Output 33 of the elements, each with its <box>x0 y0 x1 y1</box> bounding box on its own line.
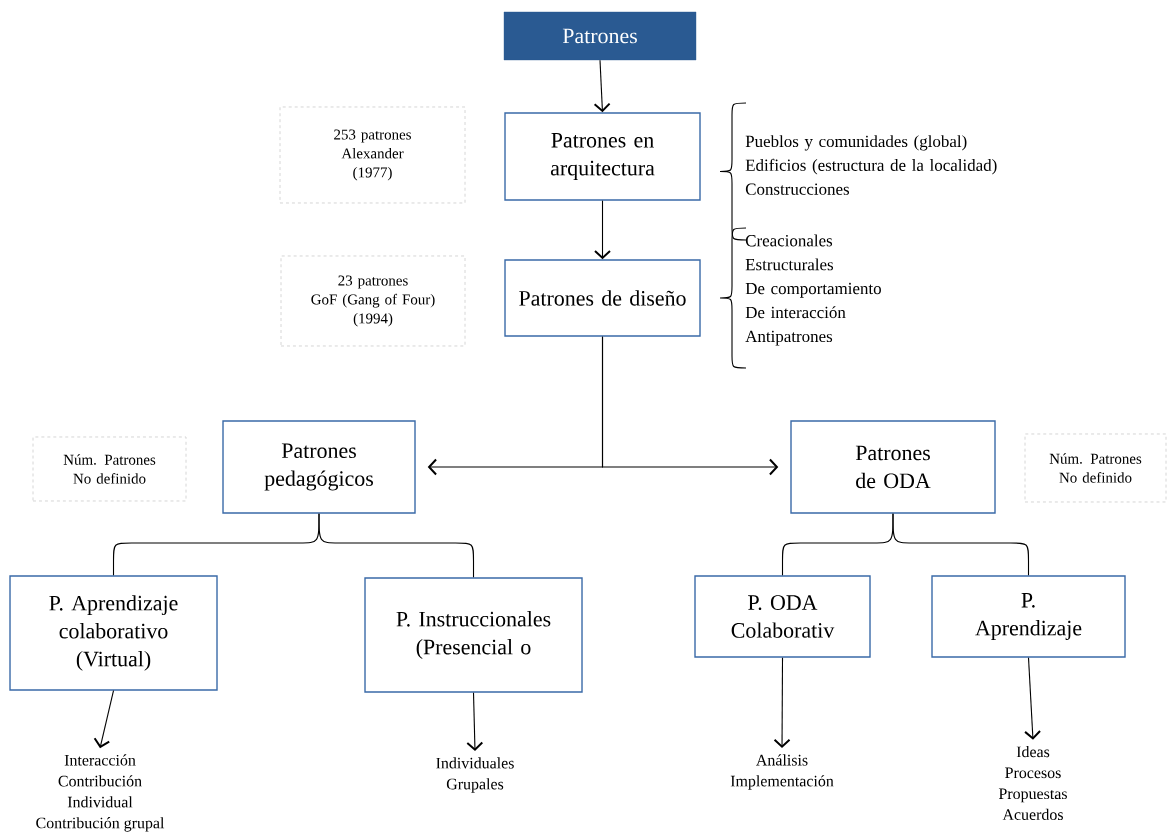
arrow <box>593 59 611 113</box>
arrow <box>773 657 791 749</box>
pattern-box: Patrones de diseño <box>504 259 701 337</box>
node-label: Antipatrones <box>745 330 833 346</box>
note-box: Núm. Patrones No definido <box>1024 433 1167 503</box>
brace-list: Creacionales Estructurales De comportamiento De interacción Antipatrones <box>745 234 881 346</box>
item-list: Individuales Grupales <box>436 757 514 793</box>
note-box: Núm. Patrones No definido <box>32 436 187 502</box>
item-list: Interacción Contribución Individual Contribución grupal <box>36 754 165 832</box>
branch-line <box>892 513 1030 576</box>
arrow <box>594 200 611 260</box>
branch-line <box>318 513 475 578</box>
note-box: 23 patrones GoF (Gang of Four) (1994) <box>280 255 466 347</box>
pattern-box: P. ODA Colaborativ <box>694 575 871 658</box>
item-list: Análisis Implementación <box>730 754 834 790</box>
node-label: De comportamiento <box>745 282 881 298</box>
pattern-box: Patrones de ODA <box>790 420 996 514</box>
title-box: Patrones <box>503 11 697 61</box>
arrow <box>1024 657 1042 740</box>
arrow <box>601 336 779 476</box>
item-list: Ideas Procesos Propuestas Acuerdos <box>998 746 1067 820</box>
arrow <box>466 692 484 752</box>
pattern-box: P. Aprendizaje colaborativo (Virtual) <box>9 575 218 691</box>
pattern-box: Patrones pedagógicos <box>222 420 416 514</box>
node-label: De interacción <box>745 306 846 319</box>
brace-list: Pueblos y comunidades (global) Edificios (estructura de la localidad) Construcciones <box>745 135 997 195</box>
pattern-box: P. Instruccionales (Presencial o <box>364 577 583 693</box>
pattern-box: Patrones en arquitectura <box>504 112 701 201</box>
arrow <box>93 690 115 749</box>
node-label: Estructurales <box>745 258 834 271</box>
note-box: 253 patrones Alexander (1977) <box>279 106 466 204</box>
pattern-box: P. Aprendizaje <box>931 575 1126 658</box>
node-label: Creacionales <box>745 234 833 247</box>
